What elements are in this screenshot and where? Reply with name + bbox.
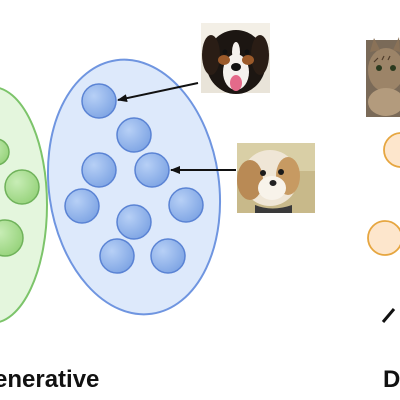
green-cluster <box>0 87 48 323</box>
generative-caption: enerative <box>0 366 100 393</box>
blue-dot <box>134 152 170 188</box>
green-dot <box>0 138 10 166</box>
blue-dot <box>116 117 152 153</box>
cat-photo <box>366 37 400 117</box>
orange-dot <box>383 132 400 168</box>
blue-dot <box>168 187 204 223</box>
orange-dot <box>367 220 400 256</box>
green-dot <box>4 169 40 205</box>
dog-photo-mid <box>237 143 315 213</box>
blue-dot <box>116 204 152 240</box>
arrow-fragment <box>381 308 396 323</box>
dog-photo-top <box>201 23 270 94</box>
discriminative-caption: D <box>383 366 400 393</box>
blue-dot <box>99 238 135 274</box>
green-dot <box>0 219 24 257</box>
blue-cluster <box>46 58 222 316</box>
orange-cluster <box>367 132 400 256</box>
blue-dot <box>150 238 186 274</box>
blue-dot <box>64 188 100 224</box>
green-cluster-ellipse <box>0 87 48 323</box>
arrow-dog-top <box>117 82 199 103</box>
blue-dot <box>81 83 117 119</box>
blue-dot <box>81 152 117 188</box>
